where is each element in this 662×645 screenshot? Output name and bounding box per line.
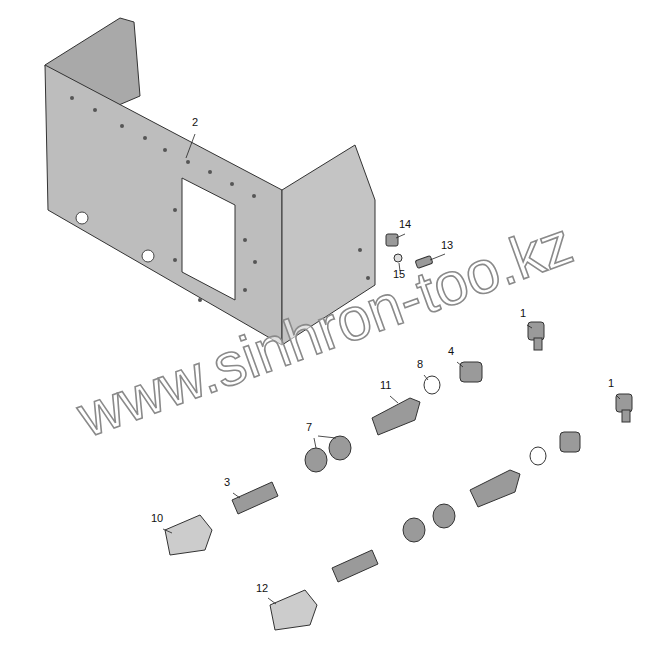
callout-number: 4 (448, 345, 454, 357)
callout-number: 12 (256, 582, 268, 594)
callout-number: 1 (608, 377, 614, 389)
callout-number: 10 (151, 512, 163, 524)
callout-number: 14 (399, 218, 411, 230)
bracket-panel (45, 65, 282, 345)
holes (70, 96, 370, 302)
callout-number: 8 (417, 358, 423, 370)
callout-number: 2 (192, 116, 198, 128)
callout-number: 13 (441, 239, 453, 251)
callout-number: 1 (520, 307, 526, 319)
callout-number: 3 (224, 476, 230, 488)
callout-number: 11 (380, 379, 391, 391)
callout-number: 7 (306, 421, 312, 433)
bracket-window (182, 178, 235, 300)
